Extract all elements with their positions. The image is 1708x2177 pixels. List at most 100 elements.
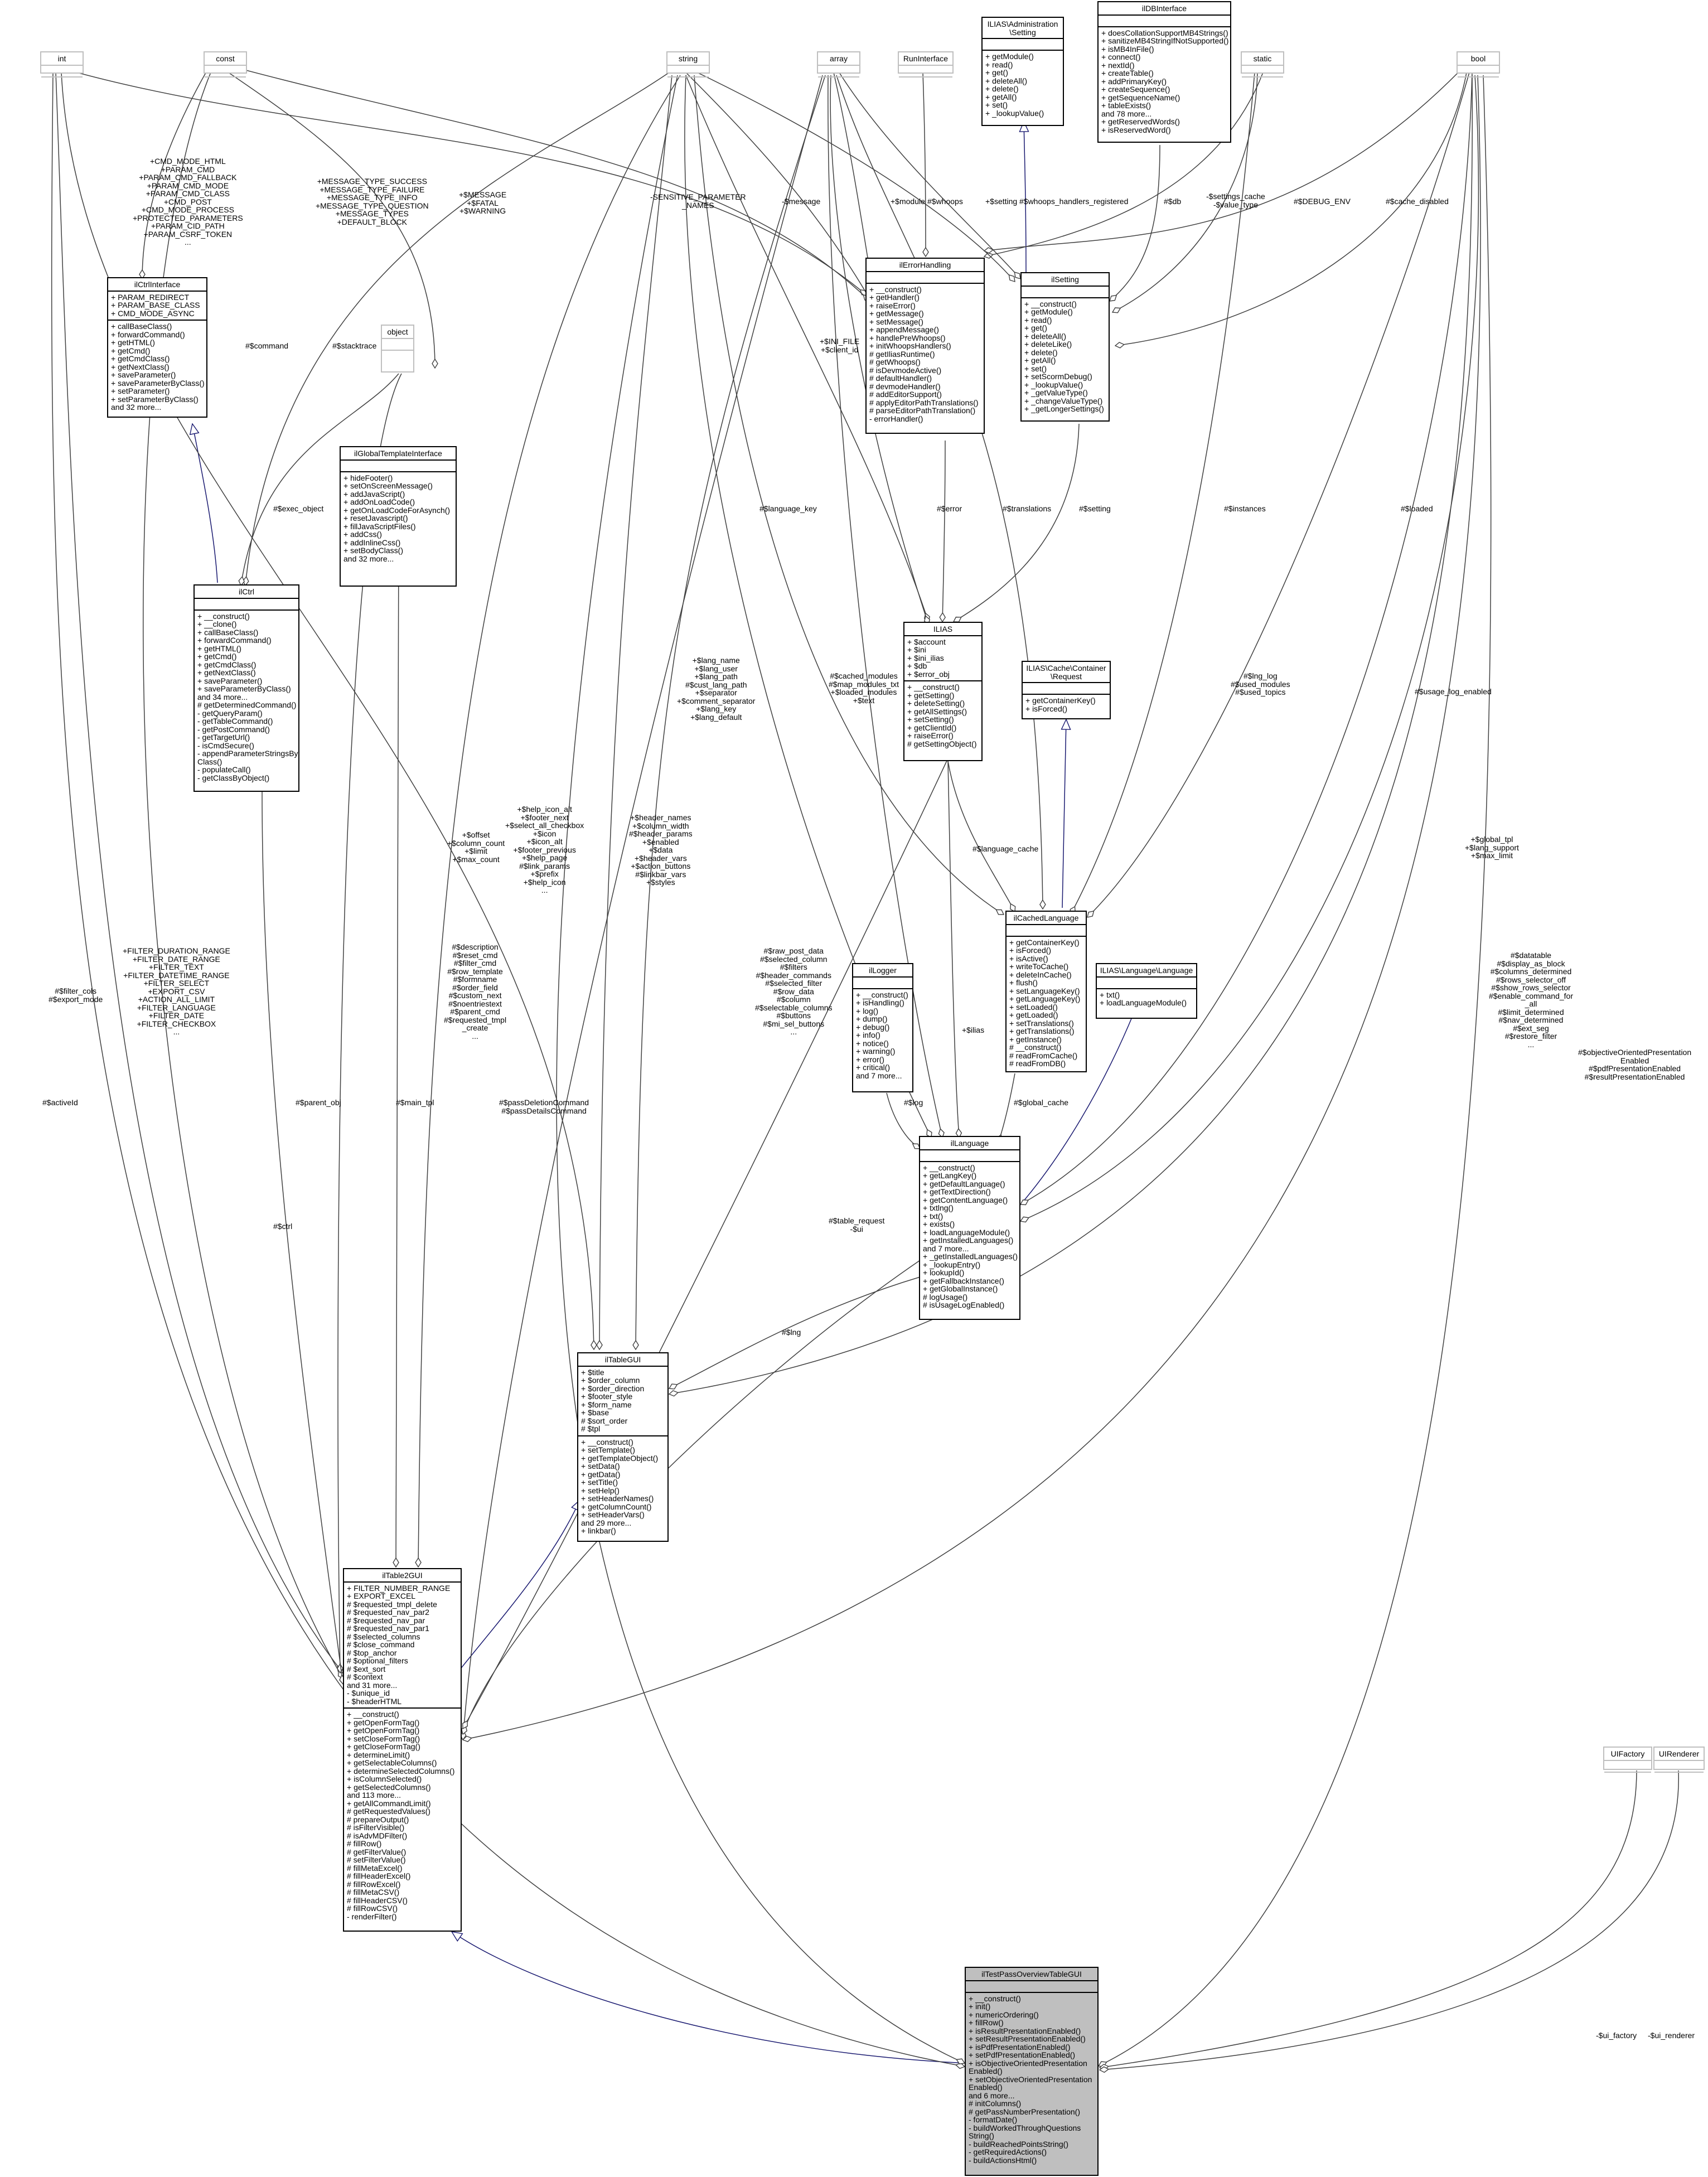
class-member: # setFilterValue() — [347, 1855, 406, 1864]
class-box-bool[interactable]: bool — [1457, 51, 1500, 78]
edge-object-to-ilctrl — [241, 373, 399, 586]
class-member: # $ext_sort — [347, 1664, 386, 1673]
edge-label-language-cache: #$language_cache — [972, 844, 1039, 853]
edge-ilerrorhandling-to-ilias — [942, 440, 945, 622]
class-member: and 29 more... — [581, 1518, 632, 1527]
edge-bool-to-illanguage — [1020, 72, 1473, 1204]
class-member: + setParameter() — [111, 386, 170, 395]
class-box-object[interactable]: object — [381, 325, 414, 372]
class-box-illogger[interactable]: ilLogger+ __construct()+ isHandling()+ l… — [852, 963, 913, 1092]
class-member: + setParameterByClass() — [111, 394, 199, 404]
class-name: bool — [1470, 54, 1486, 63]
edge-int-to-iltablegui — [61, 72, 594, 1349]
edge-uirenderer-to-target — [1100, 1770, 1679, 2070]
class-name: ilTestPassOverviewTableGUI — [981, 1970, 1082, 1978]
class-methods: + __construct()+ getOpenFormTag()+ getOp… — [344, 1707, 461, 1923]
class-member: String() — [969, 2131, 994, 2140]
class-member: # fillRowExcel() — [347, 1879, 401, 1889]
class-name: ILIAS\Cache\Container \Request — [1026, 664, 1106, 681]
class-member: + getInstalledLanguages() — [923, 1236, 1014, 1245]
edge-static-to-ilerrorhandling — [984, 72, 1264, 257]
class-member: + getTemplateObject() — [581, 1453, 659, 1463]
class-member: # addEditorSupport() — [869, 390, 942, 399]
edge-label-ctrl-constants: +CMD_MODE_HTML +PARAM_CMD +PARAM_CMD_FAL… — [133, 157, 243, 246]
edge-illanguage-to-iltable2gui — [463, 1260, 921, 1734]
edge-string-to-ilcachedlanguage — [694, 75, 1004, 915]
edge-string-to-target — [556, 75, 965, 2063]
class-member: + setLoaded() — [1009, 1002, 1058, 1012]
class-member: + hideFooter() — [343, 473, 393, 482]
class-member: + getFallbackInstance() — [923, 1276, 1004, 1285]
class-member: - formatDate() — [969, 2115, 1018, 2124]
edge-ilsetting-to-ilias — [954, 423, 1080, 622]
edge-label-setting-2: #$setting — [1079, 504, 1111, 513]
edge-label-whoops-handlers-registered: #$whoops_handlers_registered — [1019, 197, 1129, 206]
edge-int-to-target — [51, 72, 965, 2067]
class-member: and 78 more... — [1101, 109, 1152, 118]
edge-label-usage-log-enabled: #$usage_log_enabled — [1415, 687, 1492, 696]
class-box-illanguage[interactable]: ilLanguage+ __construct()+ getLangKey()+… — [919, 1136, 1020, 1320]
edge-label-exec-object: #$exec_object — [273, 504, 324, 513]
class-box-const[interactable]: const — [204, 51, 247, 78]
class-box-array[interactable]: array — [817, 51, 860, 78]
class-member: + getHandler() — [869, 293, 920, 302]
class-box-ilctrlinterface[interactable]: ilCtrlInterface+ PARAM_REDIRECT+ PARAM_B… — [107, 277, 207, 418]
class-member: # $optional_filters — [347, 1656, 408, 1665]
edge-label-ui-factory: -$ui_factory — [1596, 2031, 1637, 2040]
edge-label-setting: +$setting — [985, 197, 1018, 206]
class-box-language-interface[interactable]: ILIAS\Language\Language+ txt()+ loadLang… — [1096, 963, 1197, 1019]
edge-const-to-ilerrorhandling — [222, 64, 870, 301]
class-member: + setHeaderVars() — [581, 1510, 645, 1519]
class-member: + getHTML() — [197, 644, 241, 653]
class-box-runinterface[interactable]: RunInterface — [898, 51, 954, 78]
class-member: + debug() — [856, 1022, 890, 1032]
edge-array-to-ilias — [830, 75, 928, 625]
class-box-string[interactable]: string — [666, 51, 710, 78]
class-member: + setScormDebug() — [1024, 372, 1092, 381]
class-member: + _getValueType() — [1024, 388, 1088, 397]
class-box-cache-request[interactable]: ILIAS\Cache\Container \Request + getConta… — [1022, 661, 1111, 719]
edge-label-error: #$error — [937, 504, 962, 513]
class-member: + critical() — [856, 1063, 891, 1072]
class-methods: + getContainerKey()+ isForced() — [1023, 694, 1110, 715]
class-methods: + __construct()+ isHandling()+ log()+ du… — [853, 988, 912, 1082]
edge-label-ilias: +$ilias — [962, 1025, 985, 1034]
edge-ilctrl-to-iltable2gui — [262, 791, 343, 1684]
class-member: + read() — [985, 60, 1013, 69]
class-box-static[interactable]: static — [1241, 51, 1284, 78]
class-member: # fillRowCSV() — [347, 1904, 398, 1913]
class-member: + saveParameter() — [197, 676, 263, 685]
edge-illanguage-implements-language — [1018, 1004, 1138, 1208]
edge-array-to-iltablegui — [636, 75, 826, 1349]
class-member: + setTranslations() — [1009, 1018, 1074, 1028]
class-member: + $order_direction — [581, 1383, 645, 1393]
class-box-ilctrl[interactable]: ilCtrl+ __construct()+ __clone()+ callBa… — [193, 584, 299, 792]
edge-label-help-icon-fields: +$help_icon_alt +$footer_next +$select_a… — [505, 805, 584, 894]
class-box-int[interactable]: int — [40, 51, 84, 78]
class-box-uifactory[interactable]: UIFactory — [1603, 1747, 1652, 1773]
edge-label-lang-fields: +$lang_name +$lang_user +$lang_path #$cu… — [677, 656, 756, 722]
class-box-iltable2gui[interactable]: ilTable2GUI+ FILTER_NUMBER_RANGE+ EXPORT… — [343, 1568, 462, 1932]
class-box-ilias[interactable]: ILIAS+ $account+ $ini+ $ini_ilias+ $db+ … — [903, 622, 983, 761]
edge-label-translations: #$translations — [1003, 504, 1052, 513]
class-box-ildbinterface[interactable]: ilDBInterface+ doesCollationSupportMB4St… — [1097, 1, 1231, 143]
class-box-uirenderer[interactable]: UIRenderer — [1653, 1747, 1705, 1773]
class-box-ilsetting[interactable]: ilSetting+ __construct()+ getModule()+ r… — [1020, 272, 1110, 422]
edge-array-to-illanguage — [828, 75, 942, 1138]
class-member: + txtlng() — [923, 1203, 954, 1212]
class-member: + addPrimaryKey() — [1101, 76, 1167, 86]
class-member: # isAdvMDFilter() — [347, 1831, 408, 1840]
class-name: ilDBInterface — [1141, 4, 1187, 13]
class-member: + _lookupEntry() — [923, 1260, 981, 1269]
class-member: + setPdfPresentationEnabled() — [969, 2050, 1076, 2059]
class-box-ilerrorhandling[interactable]: ilErrorHandling+ __construct()+ getHandl… — [865, 258, 985, 434]
class-box-ilcachedlanguage[interactable]: ilCachedLanguage+ getContainerKey()+ isF… — [1005, 911, 1087, 1072]
edge-label-global-tpl: +$global_tpl +$lang_support +$max_limit — [1465, 835, 1519, 860]
class-box-iltablegui[interactable]: ilTableGUI+ $title+ $order_column+ $orde… — [577, 1352, 669, 1542]
class-name: ilCtrl — [239, 587, 254, 596]
class-member: # $requested_tmpl_delete — [347, 1599, 437, 1609]
class-box-admin-setting[interactable]: ILIAS\Administration \Setting+ getModule… — [981, 17, 1064, 126]
class-methods: + __construct()+ getLangKey()+ getDefaul… — [920, 1160, 1019, 1312]
class-box-target-iltestpassoverviewtablegui[interactable]: ilTestPassOverviewTableGUI+ __construct(… — [965, 1967, 1099, 2176]
class-box-ilglobaltemplate[interactable]: ilGlobalTemplateInterface+ hideFooter()+… — [340, 446, 457, 587]
